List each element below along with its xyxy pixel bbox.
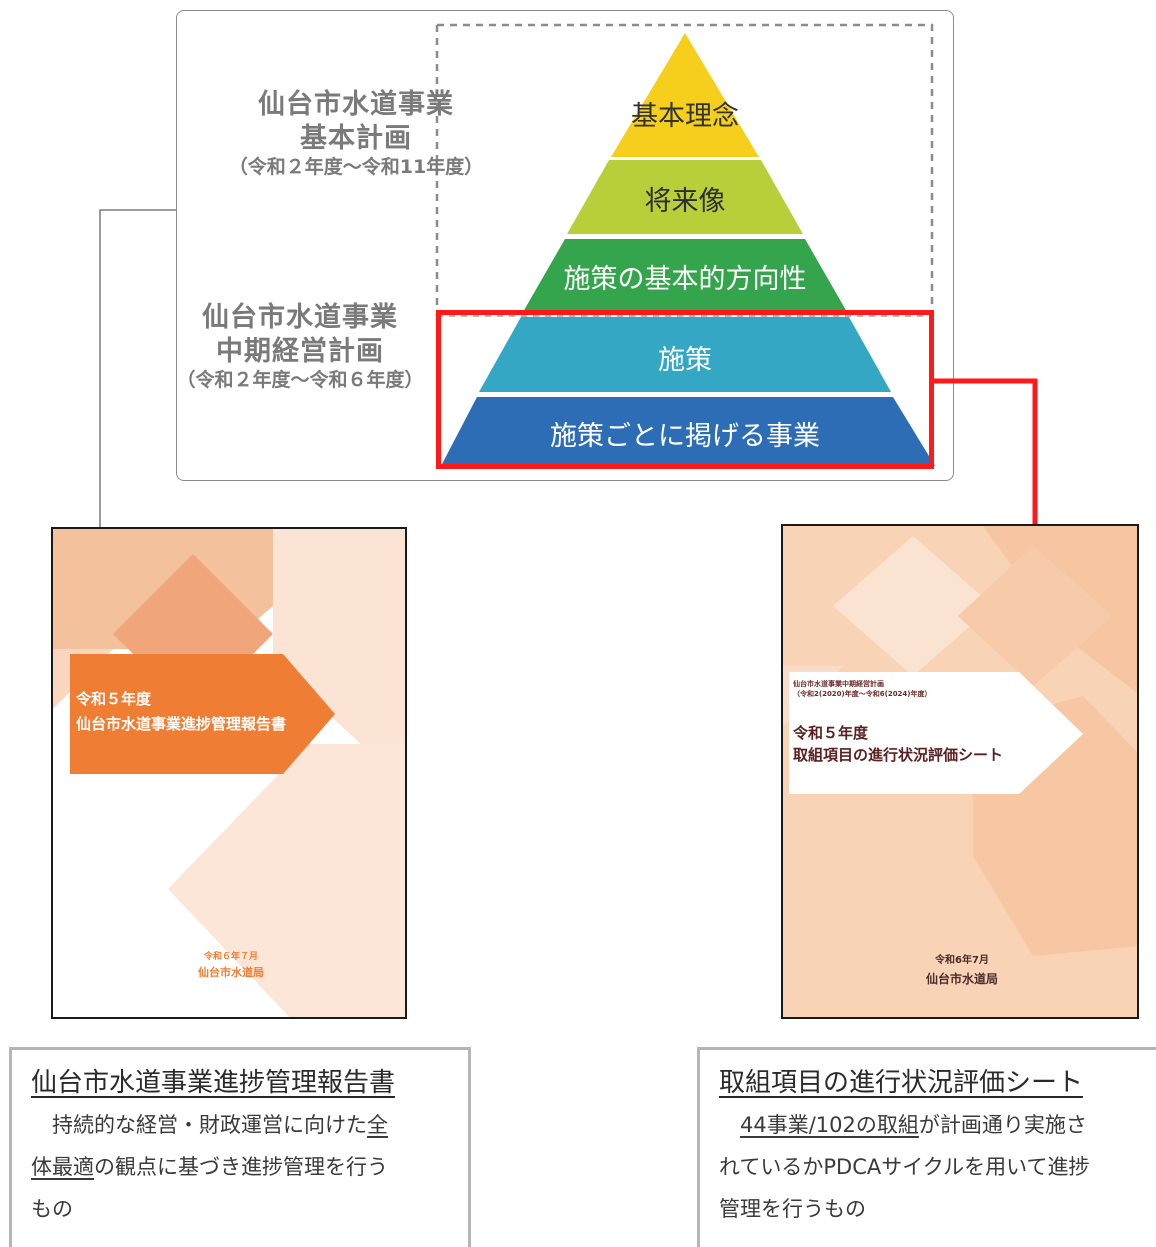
pyramid-level-vision: [567, 160, 803, 234]
left-description-body: 持続的な経営・財政運営に向けた全 体最適の観点に基づき進捗管理を行う もの: [31, 1104, 461, 1230]
right-description-title: 取組項目の進行状況評価シート: [719, 1068, 1084, 1098]
right-cover-org: 仙台市水道局: [925, 972, 998, 986]
mid-plan-label: 仙台市水道事業 中期経営計画 （令和２年度～令和６年度）: [140, 301, 460, 392]
pyramid-label-vision: 将来像: [644, 186, 726, 217]
left-body-underline-2: 体最適: [31, 1155, 94, 1179]
right-cover-footer: 令和6年7月 仙台市水道局: [783, 952, 1137, 988]
left-body-line2: の観点に基づき進捗管理を行う: [94, 1155, 388, 1179]
basic-plan-dash-right: [437, 23, 934, 316]
left-description-box: 仙台市水道事業進捗管理報告書 持続的な経営・財政運営に向けた全 体最適の観点に基…: [9, 1047, 471, 1247]
pyramid-label-projects: 施策ごとに掲げる事業: [550, 421, 820, 452]
pyramid-level-projects: [441, 397, 935, 466]
right-body-underline: 44事業/102の取組: [740, 1113, 919, 1137]
left-body-underline-1: 全: [367, 1113, 388, 1137]
right-body-line2: れているかPDCAサイクルを用いて進捗: [719, 1155, 1090, 1179]
right-cover-arrow: [789, 672, 1083, 794]
pyramid-level-direction: [523, 239, 847, 312]
left-cover-title-line2: 仙台市水道事業進捗管理報告書: [76, 715, 287, 733]
pyramid-level-policy: [479, 317, 891, 392]
left-body-line3: もの: [31, 1197, 73, 1221]
pyramid-label-policy: 施策: [658, 345, 712, 376]
pyramid-level-philosophy: [611, 33, 759, 157]
basic-plan-period: （令和２年度～令和11年度）: [228, 155, 484, 178]
basic-plan-line1: 仙台市水道事業: [258, 89, 454, 120]
plan-frame: [176, 10, 954, 481]
right-cover-title-line1: 令和５年度: [793, 724, 869, 742]
mid-plan-line2: 中期経営計画: [216, 335, 384, 367]
right-cover-subtitle-line2: （令和2(2020)年度～令和6(2024)年度）: [793, 690, 932, 698]
left-cover-title-line1: 令和５年度: [76, 690, 152, 708]
left-cover-footer: 令和６年７月 仙台市水道局: [53, 949, 405, 981]
left-description-title: 仙台市水道事業進捗管理報告書: [31, 1068, 396, 1098]
left-cover-title: 令和５年度 仙台市水道事業進捗管理報告書: [76, 687, 286, 737]
right-cover-subtitle-line1: 仙台市水道事業中期経営計画: [793, 680, 884, 688]
left-connector-line: [99, 209, 176, 527]
right-description-body: 44事業/102の取組が計画通り実施さ れているかPDCAサイクルを用いて進捗 …: [719, 1104, 1155, 1230]
left-report-cover: 令和５年度 仙台市水道事業進捗管理報告書 令和６年７月 仙台市水道局: [51, 527, 407, 1019]
right-cover-title: 令和５年度 取組項目の進行状況評価シート: [793, 722, 1003, 766]
mid-plan-highlight: [436, 310, 934, 469]
right-body-line1: が計画通り実施さ: [918, 1113, 1087, 1137]
pyramid-label-philosophy: 基本理念: [631, 101, 739, 132]
right-cover-date: 令和6年7月: [935, 955, 989, 966]
pyramid-label-direction: 施策の基本的方向性: [563, 264, 807, 295]
right-cover-title-line2: 取組項目の進行状況評価シート: [793, 746, 1004, 764]
basic-plan-label: 仙台市水道事業 基本計画 （令和２年度～令和11年度）: [196, 88, 516, 179]
left-cover-arrow: [70, 654, 335, 774]
basic-plan-line2: 基本計画: [300, 122, 412, 154]
right-report-cover: 仙台市水道事業中期経営計画 （令和2(2020)年度～令和6(2024)年度） …: [781, 524, 1139, 1019]
mid-plan-line1: 仙台市水道事業: [202, 302, 398, 333]
right-body-line3: 管理を行うもの: [719, 1197, 866, 1221]
left-body-line1: 持続的な経営・財政運営に向けた: [31, 1113, 367, 1137]
right-connector-line: [930, 378, 1038, 524]
left-cover-date: 令和６年７月: [203, 952, 258, 962]
mid-plan-period: （令和２年度～令和６年度）: [176, 368, 424, 391]
right-cover-subtitle: 仙台市水道事業中期経営計画 （令和2(2020)年度～令和6(2024)年度）: [793, 679, 932, 699]
left-cover-org: 仙台市水道局: [198, 966, 264, 979]
right-description-box: 取組項目の進行状況評価シート 44事業/102の取組が計画通り実施さ れているか…: [697, 1047, 1156, 1247]
